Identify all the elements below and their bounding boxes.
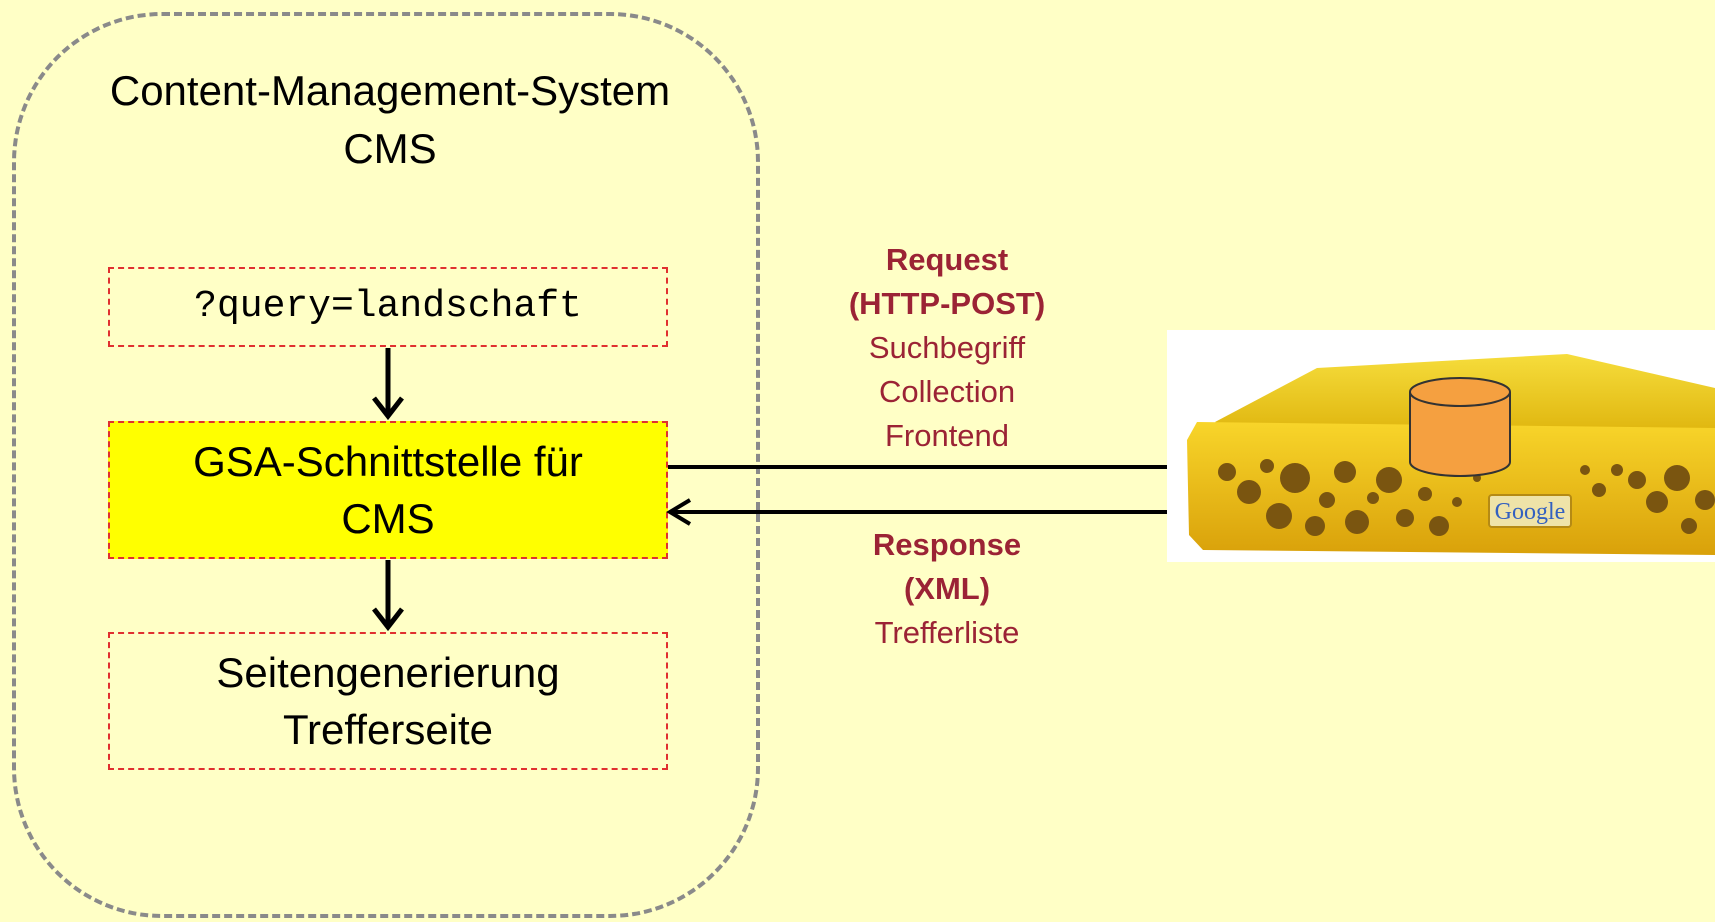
gsa-interface-line1: GSA-Schnittstelle für [193, 438, 583, 485]
gsa-interface-box: GSA-Schnittstelle für CMS [108, 421, 668, 559]
response-label: Response (XML) Trefferliste [797, 523, 1097, 655]
appliance-holes [1218, 459, 1715, 536]
request-label: Request (HTTP-POST) Suchbegriff Collecti… [797, 238, 1097, 458]
page-generation-line2: Trefferseite [282, 706, 494, 753]
request-item: Frontend [884, 418, 1010, 453]
arrow-query-to-gsa-head [372, 396, 404, 421]
request-method: (HTTP-POST) [848, 286, 1046, 321]
page-generation-box: Seitengenerierung Trefferseite [108, 632, 668, 770]
google-badge-label: Google [1495, 499, 1566, 525]
google-badge [1488, 494, 1572, 528]
page-generation-line1: Seitengenerierung [216, 649, 560, 696]
arrow-gsa-to-page-head [372, 607, 404, 632]
gsa-interface-line2: CMS [341, 495, 435, 542]
arrow-response-head [666, 498, 692, 526]
response-format: (XML) [903, 571, 991, 606]
google-search-appliance-image: Google [1167, 330, 1715, 562]
cms-title: Content-Management-System CMS [60, 62, 720, 178]
request-item: Collection [878, 374, 1016, 409]
cms-title-line2: CMS [343, 125, 437, 172]
response-title: Response [872, 527, 1022, 562]
query-box: ?query=landschaft [108, 267, 668, 347]
cms-title-line1: Content-Management-System [109, 67, 671, 114]
google-search-appliance-icon: Google [1187, 354, 1715, 555]
request-title: Request [885, 242, 1009, 277]
database-icon [1409, 377, 1511, 477]
request-item: Suchbegriff [868, 330, 1026, 365]
response-item: Trefferliste [874, 615, 1020, 650]
